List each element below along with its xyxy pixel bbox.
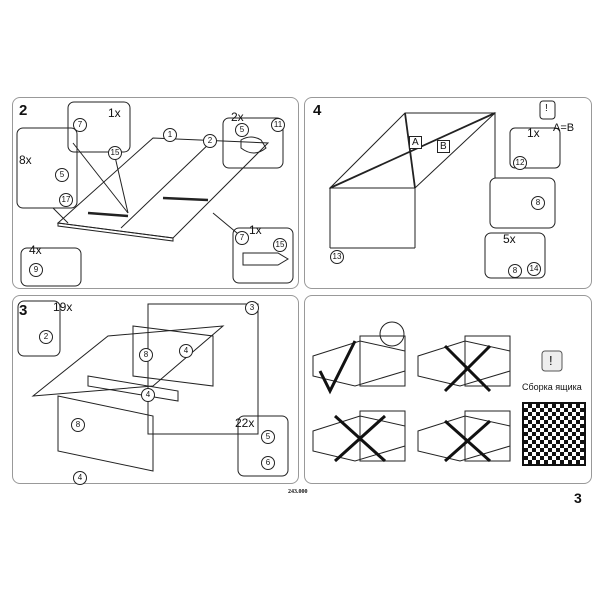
step-2-illustration <box>16 101 294 287</box>
part-callout: 11 <box>271 118 285 132</box>
quantity-label: 22x <box>235 416 255 430</box>
diagonal-label: B <box>437 140 450 153</box>
qr-code[interactable] <box>522 402 586 466</box>
step-4-illustration <box>328 100 561 279</box>
diagonal-label: A <box>409 136 422 149</box>
part-callout: 17 <box>59 193 73 207</box>
part-callout: 15 <box>108 146 122 160</box>
part-callout: 13 <box>330 250 344 264</box>
part-callout: 5 <box>235 123 249 137</box>
part-callout: 9 <box>29 263 43 277</box>
quantity-label: 1x <box>527 126 540 140</box>
document-code: 243.000 <box>288 489 308 495</box>
quantity-label: 4x <box>29 243 42 257</box>
quantity-label: 1x <box>249 223 262 237</box>
page-number: 3 <box>574 490 582 506</box>
part-callout: 4 <box>141 388 155 402</box>
drawer-assembly-panel: ! Сборка ящика <box>304 295 592 484</box>
quantity-label: 1x <box>108 106 121 120</box>
step-3-illustration <box>17 300 289 477</box>
part-callout: 8 <box>531 196 545 210</box>
warning-icon: ! <box>545 103 548 114</box>
part-callout: 15 <box>273 238 287 252</box>
part-callout: 12 <box>513 156 527 170</box>
step-number: 2 <box>19 102 28 119</box>
quantity-label: 2x <box>231 110 244 124</box>
quantity-label: 5x <box>503 232 516 246</box>
part-callout: 5 <box>261 430 275 444</box>
drawer-assembly-caption: Сборка ящика <box>522 382 582 392</box>
part-callout: 7 <box>235 231 249 245</box>
part-callout: 2 <box>39 330 53 344</box>
warning-icon: ! <box>549 353 553 368</box>
part-callout: 1 <box>163 128 177 142</box>
step-3-panel: 3 19x 22x 2 3 8 4 4 8 4 5 6 <box>12 295 299 485</box>
part-callout: 6 <box>261 456 275 470</box>
step-number: 3 <box>19 302 28 319</box>
part-callout: 4 <box>73 471 87 485</box>
part-callout: 2 <box>203 134 217 148</box>
step-2-panel: 2 1x 2x 8x 4x 1x 1 2 7 15 5 11 5 17 9 7 … <box>12 97 299 289</box>
part-callout: 8 <box>139 348 153 362</box>
part-callout: 7 <box>73 118 87 132</box>
part-callout: 5 <box>55 168 69 182</box>
drawer-assembly-illustration <box>312 321 563 463</box>
step-number: 4 <box>313 102 322 119</box>
step-4-panel: 4 ! A=B A B 1x 5x 12 8 13 8 14 <box>304 97 592 289</box>
part-callout: 3 <box>245 301 259 315</box>
part-callout: 8 <box>71 418 85 432</box>
quantity-label: 19x <box>53 300 73 314</box>
part-callout: 8 <box>508 264 522 278</box>
formula-label: A=B <box>553 122 575 134</box>
quantity-label: 8x <box>19 153 32 167</box>
part-callout: 4 <box>179 344 193 358</box>
part-callout: 14 <box>527 262 541 276</box>
